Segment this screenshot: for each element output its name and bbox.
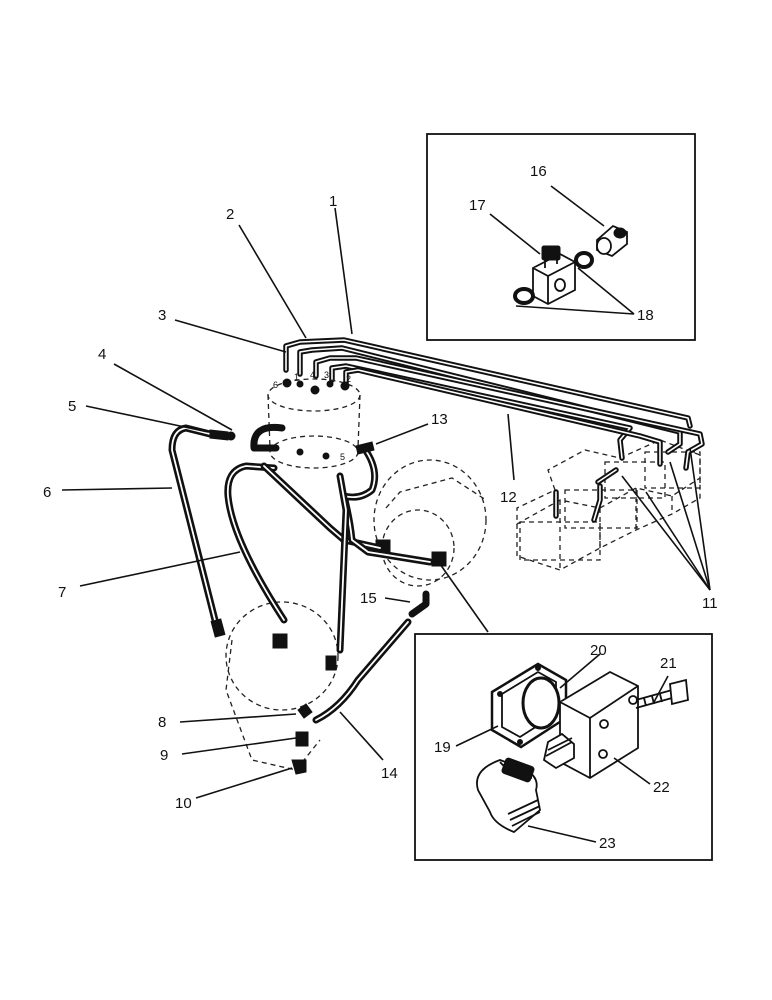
pump-port-mark: 5 xyxy=(340,452,345,462)
fitting-part-10 xyxy=(291,759,307,775)
banjo-bolt-part-16 xyxy=(596,224,628,258)
fittings xyxy=(209,429,375,775)
callout-13: 13 xyxy=(431,411,448,428)
elbow-fitting-part-23 xyxy=(476,757,541,834)
pump-port-mark: 1 xyxy=(294,372,299,382)
callout-1: 1 xyxy=(329,193,337,210)
callout-14: 14 xyxy=(381,765,398,782)
washers-part-18 xyxy=(513,251,594,305)
fitting-part-9 xyxy=(295,731,309,747)
adapter-block-part-22 xyxy=(542,670,639,780)
fitting-part-5 xyxy=(209,429,229,441)
pump-port-mark: 2 xyxy=(346,374,351,384)
pump-port-mark: 6 xyxy=(273,380,278,390)
callout-20: 20 xyxy=(590,642,607,659)
fitting-part-4 xyxy=(226,431,236,441)
callout-7: 7 xyxy=(58,584,66,601)
fuel-filter-right xyxy=(373,459,487,587)
engine-block-injectors xyxy=(516,439,701,571)
pump-port-mark: 4 xyxy=(310,370,315,380)
callout-19: 19 xyxy=(434,739,451,756)
callout-labels: 1 2 3 4 5 6 7 8 9 10 11 12 13 14 15 16 1… xyxy=(43,163,718,852)
callout-5: 5 xyxy=(68,398,76,415)
callout-18: 18 xyxy=(637,307,654,324)
inset-bottom-right xyxy=(414,633,713,861)
callout-3: 3 xyxy=(158,307,166,324)
pump-port-mark: 3 xyxy=(324,370,329,380)
callout-2: 2 xyxy=(226,206,234,223)
o-ring-part-20 xyxy=(521,676,561,730)
callout-16: 16 xyxy=(530,163,547,180)
callout-21: 21 xyxy=(660,655,677,672)
callout-15: 15 xyxy=(360,590,377,607)
callout-11: 11 xyxy=(702,595,718,612)
inset-top-frame xyxy=(426,133,696,341)
callout-12: 12 xyxy=(500,489,517,506)
callout-4: 4 xyxy=(98,346,106,363)
fitting-part-13 xyxy=(355,441,375,455)
callout-10: 10 xyxy=(175,795,192,812)
bolt-part-21 xyxy=(635,678,689,709)
inset-bottom-frame xyxy=(414,633,713,861)
fitting-block-part-17 xyxy=(532,245,576,306)
callout-9: 9 xyxy=(160,747,168,764)
injector-pipes-part-12 xyxy=(283,337,705,523)
hose-part-7 xyxy=(224,462,288,624)
fuel-hoses xyxy=(168,423,434,724)
callout-23: 23 xyxy=(599,835,616,852)
callout-8: 8 xyxy=(158,714,166,731)
callout-6: 6 xyxy=(43,484,51,501)
leader-lines xyxy=(61,185,711,843)
callout-22: 22 xyxy=(653,779,670,796)
injection-pump: 6 1 4 3 2 5 xyxy=(267,370,361,469)
inset-top-right xyxy=(426,133,696,341)
fitting-part-8 xyxy=(297,703,313,719)
callout-17: 17 xyxy=(469,197,486,214)
